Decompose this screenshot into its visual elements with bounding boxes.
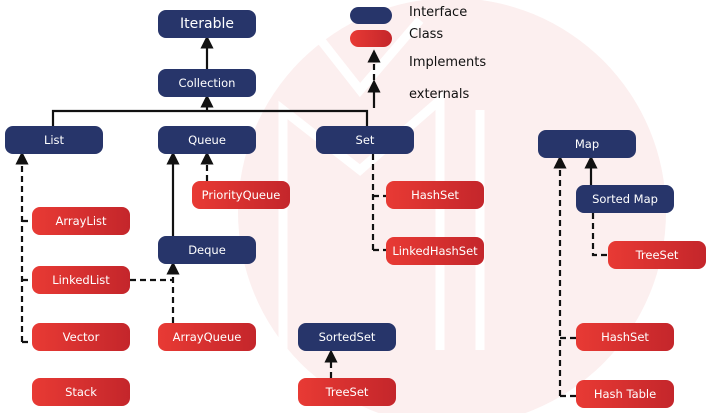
legend-interface-label: Interface [409, 5, 468, 20]
node-linkedhashset: LinkedHashSet [386, 237, 484, 265]
node-deque: Deque [158, 236, 256, 264]
legend-class-label: Class [409, 27, 444, 42]
node-sortedset: SortedSet [298, 323, 396, 351]
node-hashset: HashSet [386, 181, 484, 209]
node-arraylist: ArrayList [32, 207, 130, 235]
node-treeset-map: TreeSet [608, 241, 706, 269]
node-hash-table: Hash Table [576, 380, 674, 408]
node-arrayqueue: ArrayQueue [158, 323, 256, 351]
node-treeset: TreeSet [298, 378, 396, 406]
node-set: Set [316, 126, 414, 154]
node-iterable: Iterable [158, 10, 256, 38]
node-collection: Collection [158, 69, 256, 97]
node-list: List [5, 126, 103, 154]
node-priorityqueue: PriorityQueue [192, 181, 290, 209]
legend-implements-label: Implements [409, 55, 487, 70]
node-hashset-map: HashSet [576, 323, 674, 351]
node-sorted-map: Sorted Map [576, 185, 674, 213]
node-vector: Vector [32, 323, 130, 351]
node-linkedlist: LinkedList [32, 266, 130, 294]
legend-class-swatch [350, 30, 392, 47]
legend-interface-swatch [350, 7, 392, 24]
node-map: Map [538, 130, 636, 158]
node-stack: Stack [32, 378, 130, 406]
node-queue: Queue [158, 126, 256, 154]
legend-externals-label: externals [409, 87, 470, 102]
